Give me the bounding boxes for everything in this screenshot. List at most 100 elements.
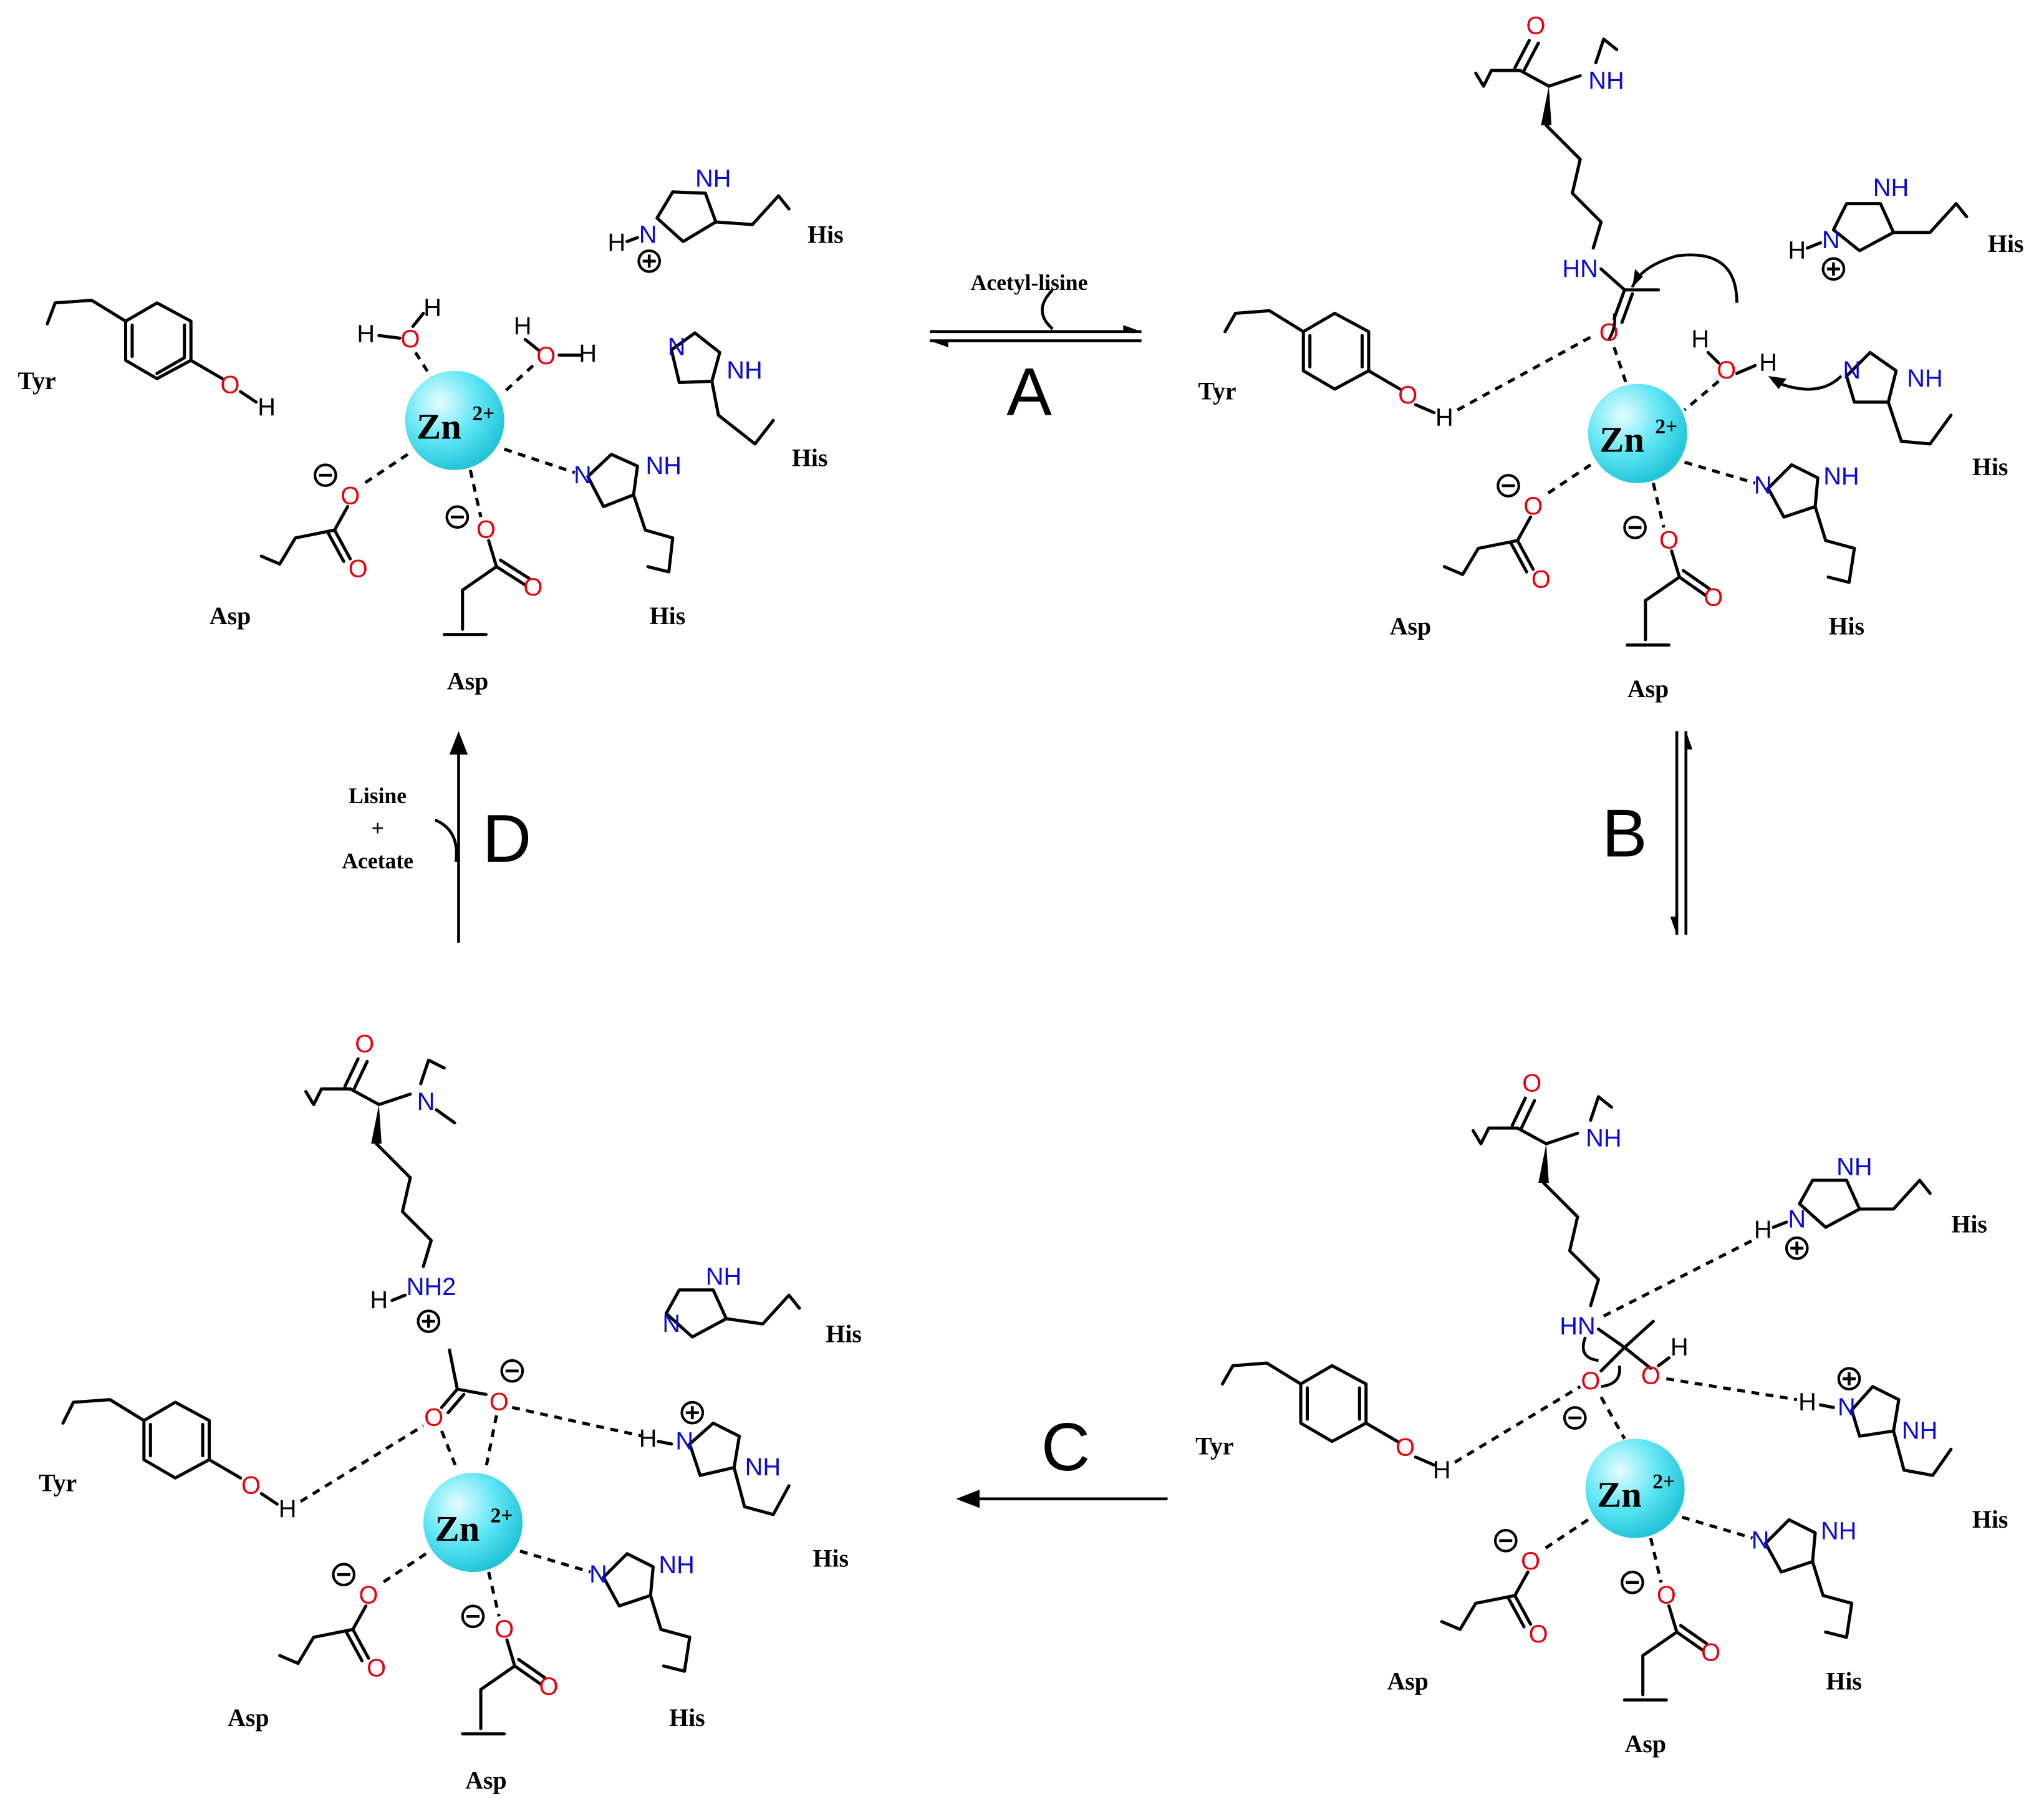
his-nh: NH — [1821, 1518, 1856, 1545]
tyr-hydroxyl-oxygen: O — [1396, 1434, 1415, 1462]
carbonyl-oxygen: O — [539, 1673, 558, 1700]
his-nh: NH — [1907, 365, 1942, 392]
his-nh: NH — [726, 357, 762, 384]
step-a-label: A — [1006, 354, 1052, 430]
carboxylate-oxygen: O — [340, 482, 360, 509]
backbone-carbonyl-oxygen: O — [355, 1031, 374, 1058]
carboxylate-oxygen: O — [1659, 526, 1679, 554]
water-oxygen: O — [401, 325, 420, 353]
his-label: His — [1826, 1668, 1861, 1695]
tyrosine-residue: O H Tyr — [18, 299, 276, 421]
coordinated-histidine-residue: N NH His — [1681, 1515, 1862, 1695]
acetate-oxygen: O — [424, 1404, 443, 1432]
coordinated-histidine-residue: N NH His — [1684, 460, 1864, 640]
tyr-label: Tyr — [39, 1469, 77, 1496]
svg-text:H: H — [357, 320, 375, 348]
zinc-ion — [423, 1472, 523, 1573]
protonated-histidine-residue: N NH H His — [639, 1400, 849, 1573]
zinc-charge: 2+ — [472, 402, 494, 425]
svg-text:H: H — [1691, 325, 1709, 353]
lysine-product: O N NH2 H — [304, 1031, 456, 1333]
tyr-hydroxyl-hydrogen: H — [279, 1495, 297, 1523]
carbonyl-oxygen: O — [349, 556, 368, 583]
carboxylate-oxygen: O — [476, 516, 496, 544]
asp-label: Asp — [1625, 1730, 1666, 1758]
asp-label: Asp — [447, 668, 488, 695]
his-nh: NH — [706, 1263, 741, 1290]
aspartate-residue: O O Asp — [461, 1571, 558, 1795]
acetate-oxygen: O — [489, 1388, 509, 1415]
water-oxygen: O — [536, 342, 556, 370]
step-d-condition-line-3: Acetate — [342, 848, 413, 873]
carboxylate-oxygen: O — [1523, 493, 1543, 520]
tyr-hydroxyl-oxygen: O — [241, 1472, 261, 1499]
amide-hn: HN — [1560, 1313, 1595, 1340]
coordinated-histidine-residue: N NH His — [519, 1549, 705, 1732]
his-nh: NH — [1873, 174, 1909, 201]
protonated-histidine-residue: N NH H His — [1788, 174, 2024, 281]
zinc-charge: 2+ — [1655, 415, 1677, 438]
zinc-bound-water: H O H — [1684, 325, 1777, 412]
his-n: N — [1838, 1394, 1856, 1421]
backbone-carbonyl-oxygen: O — [1522, 1070, 1541, 1097]
oxyanion-oxygen: O — [1581, 1367, 1600, 1395]
his-label: His — [1988, 230, 2023, 258]
carbonyl-oxygen: O — [1531, 566, 1551, 593]
his-n: N — [675, 1427, 693, 1455]
his-n: N — [589, 1561, 607, 1588]
his-n: N — [662, 1310, 680, 1337]
aspartate-residue: O O Asp — [210, 453, 409, 630]
his-nh: NH — [1823, 463, 1859, 490]
his-n: N — [1822, 226, 1840, 254]
his-label: His — [650, 602, 685, 630]
zinc-charge: 2+ — [1652, 1470, 1675, 1493]
protonated-histidine-residue: N NH H His — [1754, 1154, 1987, 1260]
aspartate-residue: O O Asp — [1387, 1518, 1589, 1695]
backbone-n: N — [417, 1088, 435, 1116]
his-nh: NH — [1902, 1417, 1937, 1445]
tetrahedral-intermediate-panel: O NH HN O O H — [1195, 1070, 2008, 1758]
backbone-nh: NH — [1586, 1124, 1621, 1152]
carbonyl-oxygen: O — [1529, 1621, 1548, 1648]
his-n: N — [1752, 1526, 1770, 1554]
tyr-label: Tyr — [1195, 1433, 1233, 1460]
backbone-carbonyl-oxygen: O — [1526, 12, 1545, 39]
his-proton-h: H — [607, 229, 625, 256]
his-nh: NH — [1836, 1154, 1872, 1181]
tyrosine-residue: O H Tyr — [1195, 1361, 1581, 1483]
carbonyl-oxygen: O — [1704, 584, 1723, 612]
step-a-condition: Acetyl-lisine — [971, 270, 1088, 295]
zinc-symbol: Zn — [1599, 419, 1644, 460]
acetyl-lysine-intermediate: O NH HN O O H — [1471, 1070, 1689, 1430]
his-proton-h: H — [639, 1425, 657, 1452]
his-label: His — [826, 1321, 861, 1348]
tyr-label: Tyr — [1198, 378, 1236, 405]
svg-text:H: H — [1759, 349, 1777, 377]
carbonyl-oxygen: O — [523, 574, 542, 601]
svg-text:H: H — [370, 1286, 388, 1314]
histidine-residue: N NH His — [662, 1263, 861, 1347]
step-d-condition-line-2: + — [372, 816, 384, 841]
general-base-histidine-residue: N NH His — [1768, 350, 2008, 481]
substrate-bound-panel: O NH H N O O — [1198, 12, 2023, 703]
asp-label: Asp — [1627, 675, 1669, 703]
carboxylate-oxygen: O — [1657, 1581, 1676, 1609]
zinc-ion — [1585, 1438, 1685, 1538]
zinc-symbol: Zn — [435, 1508, 480, 1549]
his-label: His — [669, 1704, 705, 1732]
tyr-label: Tyr — [18, 367, 56, 395]
zinc-ion — [1588, 383, 1687, 483]
tyr-hydroxyl-oxygen: O — [221, 371, 240, 398]
svg-text:H: H — [1670, 1334, 1689, 1361]
svg-text:H: H — [423, 294, 441, 322]
zinc-charge: 2+ — [491, 1505, 513, 1528]
aspartate-residue: O O Asp — [1390, 463, 1592, 640]
backbone-nh: NH — [1588, 67, 1624, 94]
asp-label: Asp — [465, 1767, 506, 1795]
step-d-condition-line-1: Lisine — [349, 783, 407, 808]
reaction-arrows — [434, 289, 1693, 1508]
his-nh: NH — [745, 1453, 781, 1481]
carboxylate-oxygen: O — [359, 1581, 378, 1609]
carboxylate-oxygen: O — [494, 1616, 514, 1643]
